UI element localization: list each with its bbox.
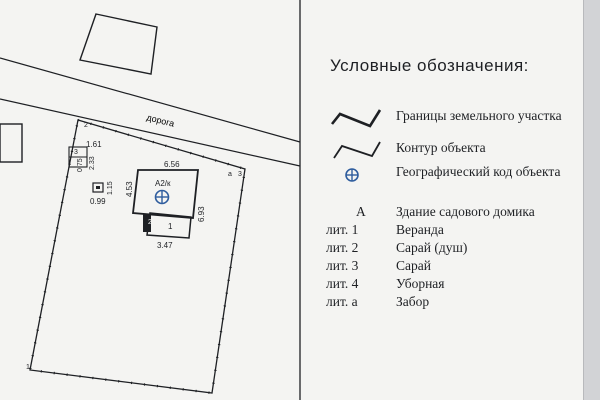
corner-label: 3 bbox=[238, 171, 242, 178]
dim-label: 6.56 bbox=[164, 160, 180, 169]
dim-label: 1.15 bbox=[107, 181, 114, 195]
road bbox=[0, 57, 301, 167]
corner-label: 1 bbox=[26, 364, 30, 371]
legend-row-boundary: Границы земельного участка bbox=[330, 106, 600, 130]
legend-building-label: Здание садового домика bbox=[396, 204, 535, 219]
corner-label: 2 bbox=[84, 122, 88, 129]
neighbour-building-left bbox=[0, 123, 23, 163]
legend-title: Условные обозначения: bbox=[330, 56, 529, 75]
dim-label: 6.93 bbox=[197, 206, 206, 222]
dim-label: 0.75 bbox=[77, 158, 84, 172]
shed3-mark: 3 bbox=[74, 149, 78, 156]
geocode-icon bbox=[345, 168, 359, 182]
neighbour-building bbox=[79, 13, 158, 75]
contour-line-icon bbox=[333, 141, 381, 159]
legend-row-geocode: Географический код объекта bbox=[330, 164, 600, 188]
dim-label: 3.47 bbox=[157, 241, 173, 250]
toilet-outline bbox=[92, 182, 104, 193]
shed-mark: 2 bbox=[148, 219, 152, 226]
plot-boundary-line bbox=[29, 119, 246, 394]
dim-label: 1.61 bbox=[86, 140, 102, 149]
veranda-mark: 1 bbox=[168, 222, 173, 231]
geocode-marker bbox=[154, 189, 170, 205]
dim-label: 2.33 bbox=[89, 156, 96, 170]
shed-2-fill bbox=[143, 214, 151, 232]
road-label: дорога bbox=[146, 112, 176, 129]
boundary-line-icon bbox=[330, 109, 382, 128]
legend-building: А Здание садового домика bbox=[356, 204, 535, 220]
document-sheet bbox=[0, 0, 585, 400]
legend-building-code: А bbox=[356, 204, 366, 219]
dim-label: 4.53 bbox=[125, 181, 134, 197]
house-mark: A2/к bbox=[155, 179, 171, 188]
legend-row-contour: Контур объекта bbox=[330, 138, 600, 162]
sheet-edge bbox=[583, 0, 600, 400]
corner-label: а bbox=[228, 171, 232, 178]
house-outline bbox=[131, 169, 199, 219]
dim-label: 0.99 bbox=[90, 197, 106, 206]
plot-boundary bbox=[28, 118, 247, 395]
